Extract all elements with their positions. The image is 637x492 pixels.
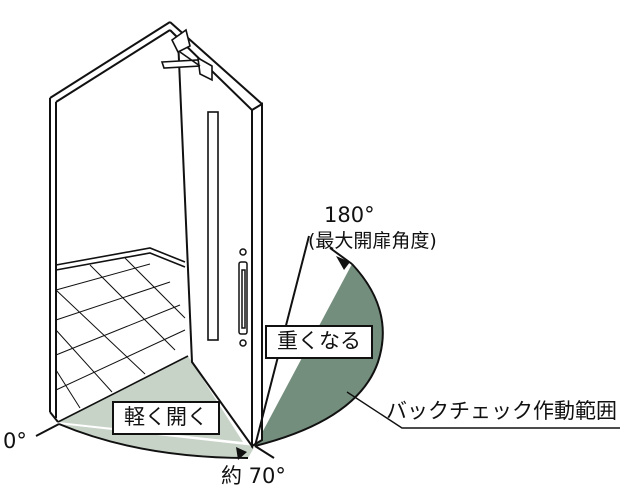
angle-70-label: 約 70°	[221, 464, 286, 488]
light-zone-label: 軽く開く	[112, 401, 220, 435]
max-angle-note: (最大開扉角度)	[308, 230, 437, 252]
door-frame	[49, 21, 171, 423]
heavy-zone-label: 重くなる	[265, 325, 373, 359]
floor-tiles	[55, 257, 186, 409]
door-handle	[238, 248, 248, 347]
light-open-zone	[59, 424, 255, 458]
backcheck-leader-line	[346, 391, 620, 429]
door-glass-slot	[207, 111, 219, 341]
door-closer	[160, 28, 213, 82]
room-interior	[55, 247, 189, 423]
arrow-180-icon	[336, 256, 350, 270]
angle-0-label: 0°	[3, 429, 27, 453]
angle-180-label: 180°	[324, 203, 375, 227]
backcheck-range-label: バックチェック作動範囲	[386, 399, 617, 423]
arrow-70-icon	[236, 447, 247, 460]
